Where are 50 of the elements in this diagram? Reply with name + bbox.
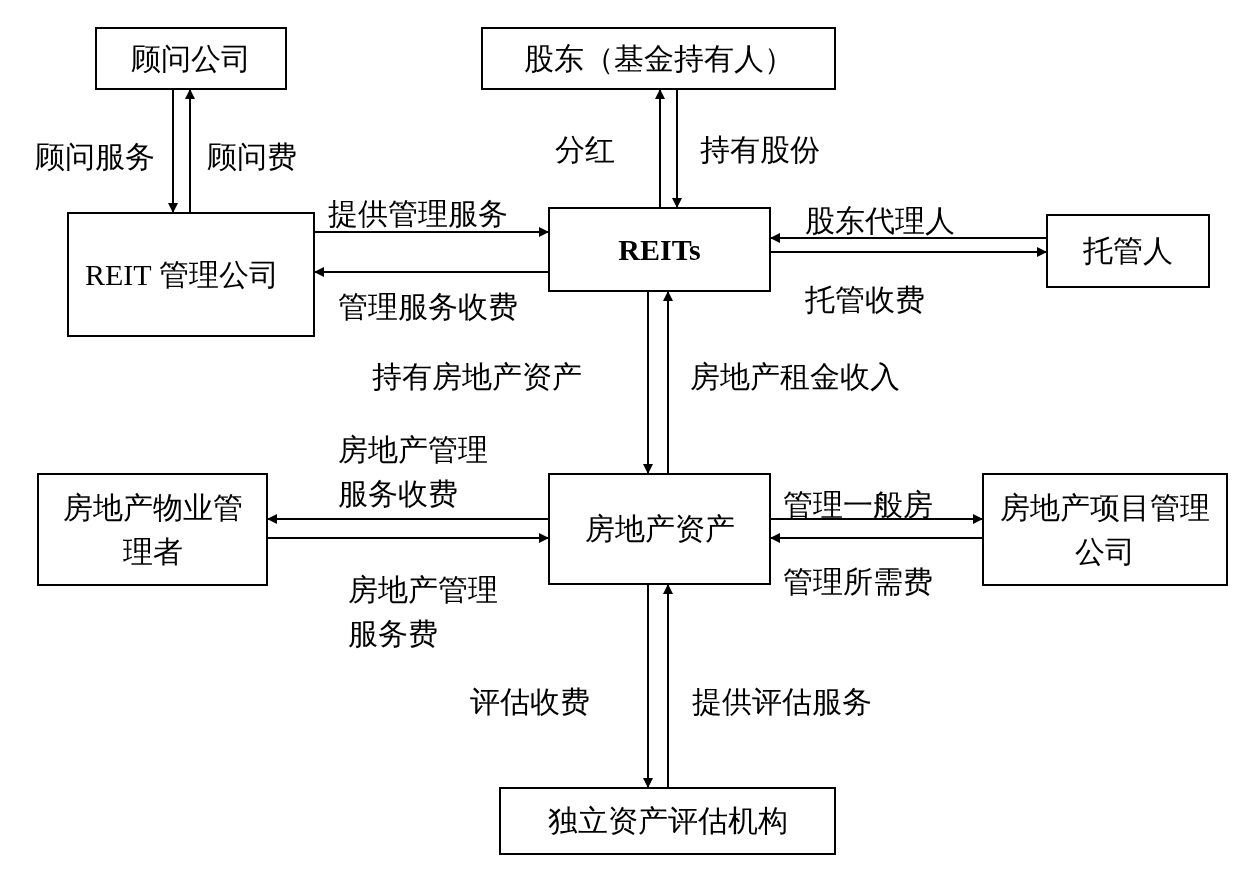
arrow	[168, 89, 178, 213]
process-box	[982, 473, 1228, 586]
arrow	[663, 584, 673, 788]
edge-label: 房地产管理服务收费	[338, 432, 489, 512]
edge-label: 托管收费	[805, 282, 925, 318]
edge-label: 管理服务收费	[338, 289, 518, 325]
process-box	[1046, 214, 1210, 288]
edge-label: 持有房地产资产	[372, 359, 582, 395]
arrow	[655, 89, 665, 208]
arrow	[267, 533, 549, 543]
arrow	[663, 291, 673, 474]
process-box	[37, 473, 268, 586]
arrow	[770, 233, 1047, 243]
edge-label: 评估收费	[470, 684, 590, 720]
node-label: REIT 管理公司	[85, 256, 279, 293]
edge-label: 管理所需费	[783, 564, 933, 600]
node-label: REITs	[618, 231, 701, 268]
arrow	[314, 267, 549, 277]
edge-label: 股东代理人	[805, 203, 955, 239]
edge-label: 顾问费	[207, 139, 297, 175]
edge-label: 提供管理服务	[328, 196, 508, 232]
edge-label: 持有股份	[700, 132, 820, 168]
arrow	[267, 514, 549, 524]
arrow	[314, 227, 549, 237]
process-box	[67, 212, 315, 337]
arrow	[643, 584, 653, 788]
arrow	[185, 89, 195, 213]
edge-label: 提供评估服务	[692, 684, 872, 720]
arrow	[770, 533, 983, 543]
arrow	[770, 247, 1047, 257]
arrow	[770, 514, 983, 524]
process-box	[548, 207, 771, 292]
node-label: 房地产项目管理公司	[1000, 490, 1210, 570]
edge-label: 管理一般房	[783, 487, 933, 523]
process-box	[499, 787, 836, 855]
arrow	[672, 89, 682, 208]
edge-label: 房地产管理服务费	[348, 572, 499, 652]
node-label: 托管人	[1083, 233, 1173, 270]
process-box	[95, 27, 287, 90]
edge-label: 房地产租金收入	[690, 359, 900, 395]
edge-label: 分红	[555, 132, 615, 168]
node-label: 房地产资产	[584, 511, 735, 548]
edge-label: 顾问服务	[35, 139, 155, 175]
process-box	[548, 473, 771, 585]
process-box	[481, 27, 836, 90]
node-label: 顾问公司	[131, 40, 251, 77]
node-label: 独立资产评估机构	[547, 803, 788, 840]
node-label: 股东（基金持有人）	[523, 40, 794, 77]
arrow	[643, 291, 653, 474]
node-label: 房地产物业管理者	[61, 490, 244, 570]
